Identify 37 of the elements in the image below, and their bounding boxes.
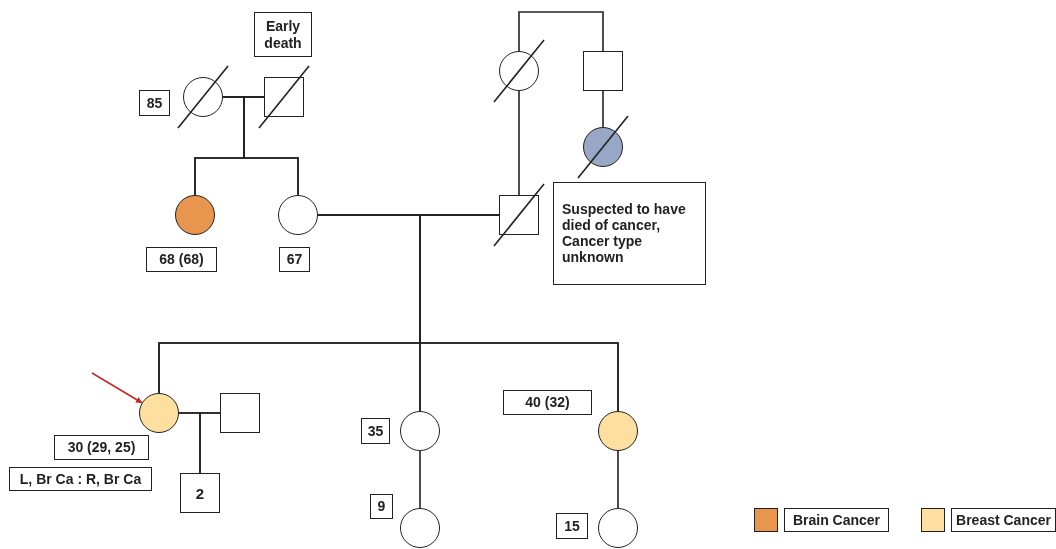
pedigree-line	[518, 90, 520, 196]
person-square: 2	[180, 473, 220, 513]
age-label: 9	[370, 494, 393, 519]
person-circle	[183, 77, 223, 117]
person-circle	[400, 411, 440, 451]
pedigree-line	[602, 90, 604, 128]
person-circle	[499, 51, 539, 91]
age-label: 15	[556, 513, 588, 539]
age-label: 67	[279, 247, 310, 272]
pedigree-line	[199, 412, 221, 474]
pedigree-line	[243, 96, 299, 196]
person-square	[583, 51, 623, 91]
person-circle	[400, 508, 440, 548]
age-label: 85	[139, 90, 170, 116]
person-square	[499, 195, 539, 235]
age-label: 68 (68)	[146, 247, 217, 272]
person-circle	[278, 195, 318, 235]
person-circle	[598, 508, 638, 548]
person-circle	[139, 393, 179, 433]
person-circle	[175, 195, 215, 235]
pedigree-line	[518, 11, 604, 52]
note-box: Suspected to have died of cancer, Cancer type unknown	[553, 182, 706, 285]
age-label: 30 (29, 25)	[54, 435, 149, 460]
pedigree-line	[617, 450, 619, 509]
age-label: L, Br Ca : R, Br Ca	[9, 467, 152, 491]
pedigree-line	[419, 450, 421, 509]
age-label: 35	[361, 418, 390, 444]
age-label: Early death	[254, 12, 312, 57]
person-circle	[583, 127, 623, 167]
pointer-arrow	[91, 372, 143, 404]
person-square	[264, 77, 304, 117]
age-label: 40 (32)	[503, 390, 592, 415]
legend-label: Breast Cancer	[951, 508, 1056, 532]
legend-label: Brain Cancer	[784, 508, 889, 532]
person-square	[220, 393, 260, 433]
person-circle	[598, 411, 638, 451]
pedigree-line	[419, 214, 619, 412]
